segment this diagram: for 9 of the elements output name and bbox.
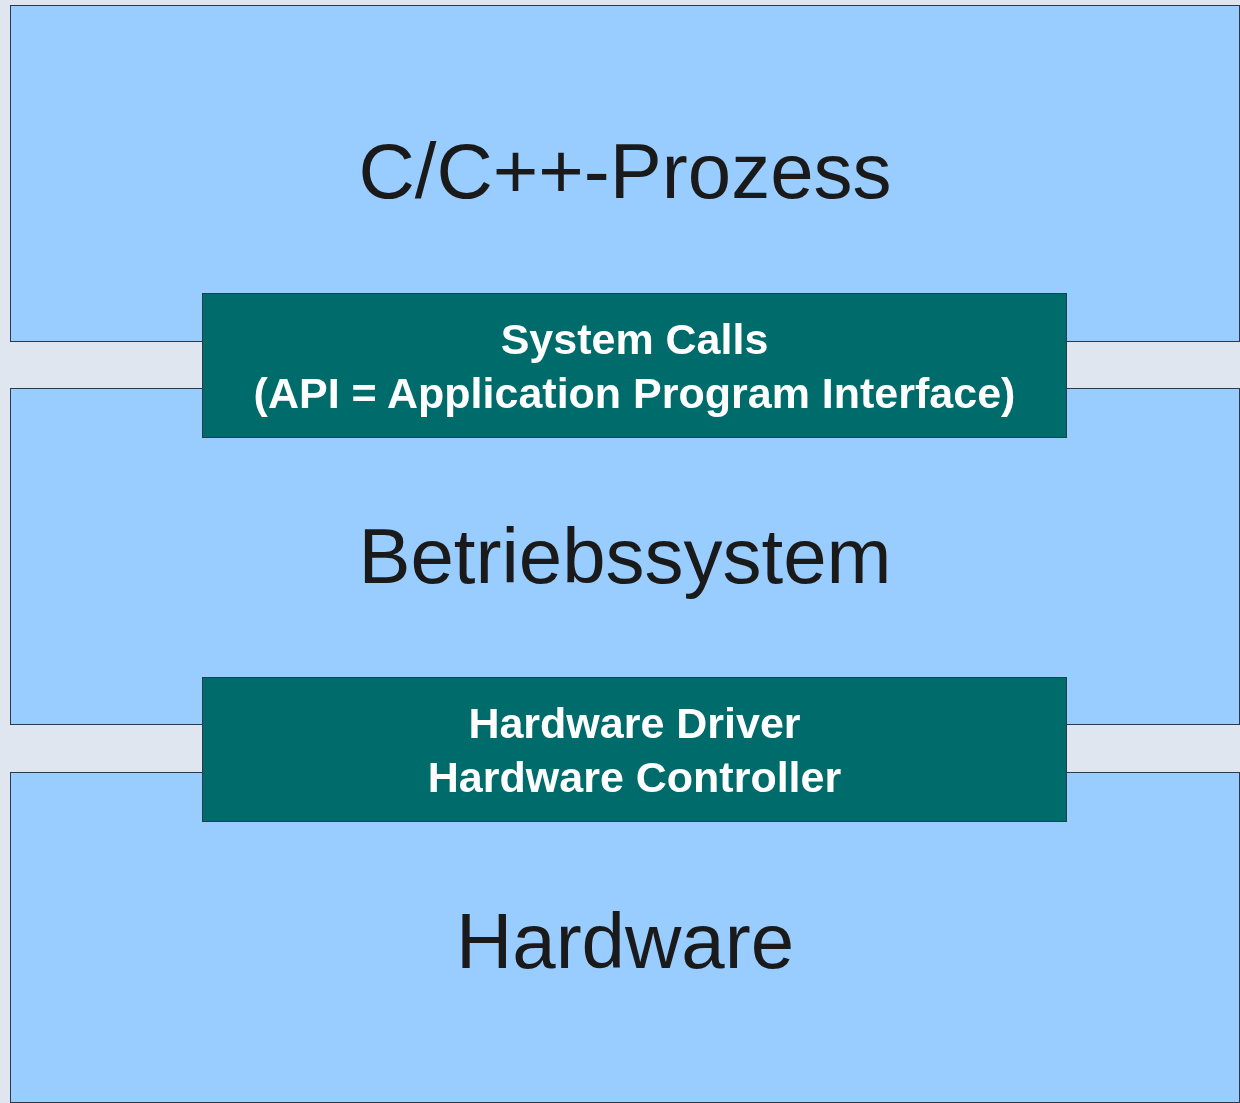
interface-label: Hardware [455,896,795,987]
interface-label: (API = Application Program Interface) [253,367,1016,419]
layer-title: Betriebssystem [358,511,892,602]
interface-label: Hardware Controller [427,751,842,803]
interface-label: Hardware Driver [468,697,801,749]
interface-box [202,293,1067,438]
interface-label: C/C++-Prozess [358,126,892,217]
interface-box [202,677,1067,822]
interface-label: System Calls [500,313,769,365]
